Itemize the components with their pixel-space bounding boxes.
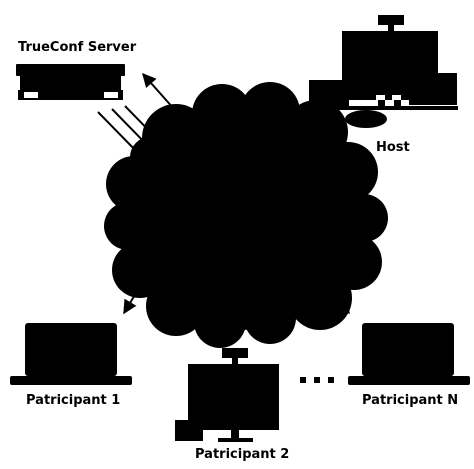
- host-label: Host: [376, 140, 410, 155]
- participant2-label: Patricipant 2: [195, 447, 290, 462]
- participant2-desktop-computer-icon: [175, 348, 279, 442]
- participantN-label: Patricipant N: [362, 393, 459, 408]
- participant1-label: Patricipant 1: [26, 393, 121, 408]
- participant1-laptop-icon: [10, 323, 132, 385]
- server-icon: [16, 64, 125, 100]
- cloud-icon: [104, 82, 388, 348]
- server-label: TrueConf Server: [18, 40, 137, 55]
- participantN-laptop-icon: [348, 323, 470, 385]
- ellipsis-dots-icon: [300, 377, 334, 383]
- host-desktop-computer-icon: [309, 15, 458, 128]
